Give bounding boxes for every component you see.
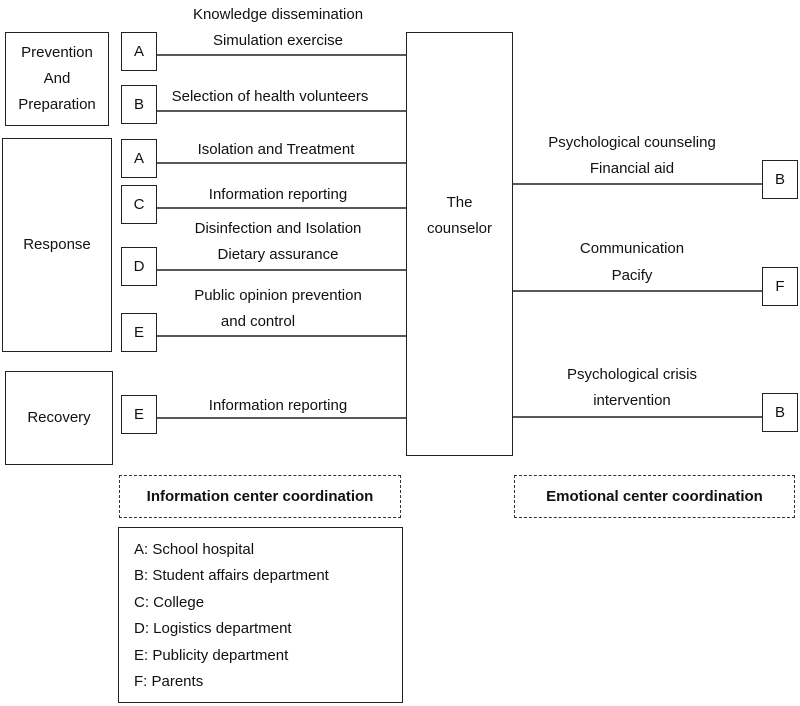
letter-label: B [133, 96, 144, 113]
legend-box [118, 527, 403, 703]
phase-recovery-box: Recovery [5, 371, 113, 465]
link-label: Information reporting [208, 397, 348, 414]
link-label: Financial aid [589, 160, 675, 177]
letter-label: A [133, 150, 144, 167]
letter-label: D [133, 258, 145, 275]
phase-response-label: Response [23, 236, 91, 253]
legend-item: E: Publicity department [134, 647, 289, 664]
counselor-label-line: counselor [426, 220, 493, 237]
legend-item: C: College [134, 594, 205, 611]
link-label: Simulation exercise [212, 32, 344, 49]
letter-box: B [762, 160, 798, 199]
link-label: Pacify [611, 267, 653, 284]
link-label: intervention [593, 392, 671, 409]
legend-item: D: Logistics department [134, 620, 292, 637]
link-label: Isolation and Treatment [197, 141, 355, 158]
link-label: Selection of health volunteers [171, 88, 369, 105]
legend-item: A: School hospital [134, 541, 255, 558]
letter-box: F [762, 267, 798, 306]
letter-label: E [133, 406, 144, 423]
link-label: Psychological counseling [548, 134, 716, 151]
link-label: and control [220, 313, 296, 330]
emotional-center-coordination: Emotional center coordination [514, 475, 795, 518]
letter-label: B [774, 404, 785, 421]
phase-prevention-line: Preparation [18, 96, 96, 113]
phase-prevention-box: Prevention And Preparation [5, 32, 109, 126]
letter-box: A [121, 32, 157, 71]
information-center-coordination: Information center coordination [119, 475, 401, 518]
link-label: Information reporting [208, 186, 348, 203]
letter-label: F [775, 278, 785, 295]
counselor-label-line: The [446, 194, 473, 211]
letter-box: B [121, 85, 157, 124]
emotional-center-label: Emotional center coordination [546, 488, 763, 505]
link-label: Knowledge dissemination [192, 6, 364, 23]
counselor-box: The counselor [406, 32, 513, 456]
phase-prevention-line: Prevention [21, 44, 93, 61]
link-label: Psychological crisis [566, 366, 698, 383]
legend-item: B: Student affairs department [134, 567, 329, 584]
letter-label: B [774, 171, 785, 188]
phase-prevention-line: And [43, 70, 71, 87]
information-center-label: Information center coordination [146, 488, 374, 505]
letter-label: E [133, 324, 144, 341]
letter-label: C [133, 196, 145, 213]
letter-box: E [121, 395, 157, 434]
link-label: Dietary assurance [217, 246, 339, 263]
link-label: Disinfection and Isolation [194, 220, 362, 237]
letter-box: E [121, 313, 157, 352]
legend-item: F: Parents [134, 673, 204, 690]
letter-box: A [121, 139, 157, 178]
link-label: Public opinion prevention [194, 287, 362, 304]
link-label: Communication [579, 240, 685, 257]
letter-label: A [133, 43, 144, 60]
phase-recovery-label: Recovery [27, 409, 91, 426]
letter-box: B [762, 393, 798, 432]
letter-box: C [121, 185, 157, 224]
letter-box: D [121, 247, 157, 286]
phase-response-box: Response [2, 138, 112, 352]
